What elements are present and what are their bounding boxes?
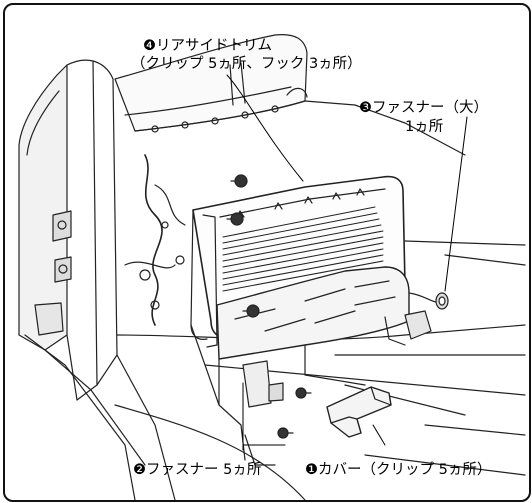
rear-side-trim-panel	[190, 175, 440, 466]
rear-side-trim-removal-illustration	[18, 34, 526, 500]
diagram-frame: ❹リアサイドトリム （クリップ 5ヵ所、フック 3ヵ所） ❸ファスナー（大） 1…	[3, 3, 531, 502]
large-fastener-detail: 1ヵ所	[405, 119, 444, 135]
large-fastener	[435, 292, 449, 310]
cover-title: ❶カバー（クリップ 5ヵ所）	[305, 462, 492, 478]
rear-side-trim-detail: （クリップ 5ヵ所、フック 3ヵ所）	[131, 56, 362, 72]
cover-part	[326, 386, 392, 438]
vehicle-body	[18, 34, 526, 500]
large-fastener-title: ❸ファスナー（大）	[359, 100, 488, 116]
rear-side-trim-title: ❹リアサイドトリム	[143, 38, 272, 54]
leader-lines	[226, 74, 468, 451]
fasteners	[226, 174, 312, 439]
fastener-title: ❷ファスナー 5ヵ所	[133, 462, 262, 478]
